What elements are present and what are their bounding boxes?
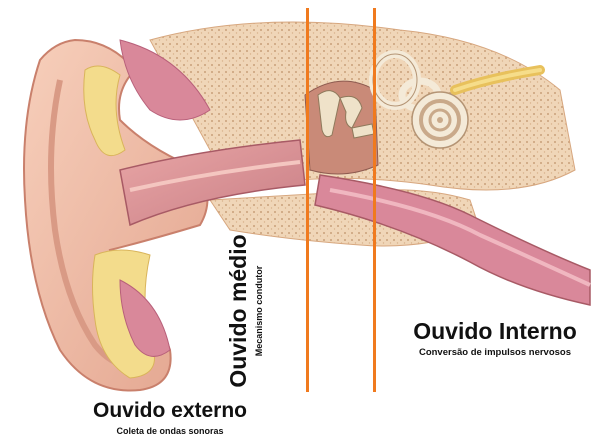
- outer-middle-divider: [306, 8, 309, 392]
- middle-ear-sublabel: Mecanismo condutor: [253, 211, 265, 411]
- middle-ear-label: Ouvido médio: [224, 201, 252, 421]
- outer-ear-sublabel: Coleta de ondas sonoras: [60, 426, 280, 436]
- inner-ear-label: Ouvido Interno: [390, 318, 592, 345]
- inner-ear-sublabel: Conversão de impulsos nervosos: [390, 347, 592, 358]
- middle-inner-divider: [373, 8, 376, 392]
